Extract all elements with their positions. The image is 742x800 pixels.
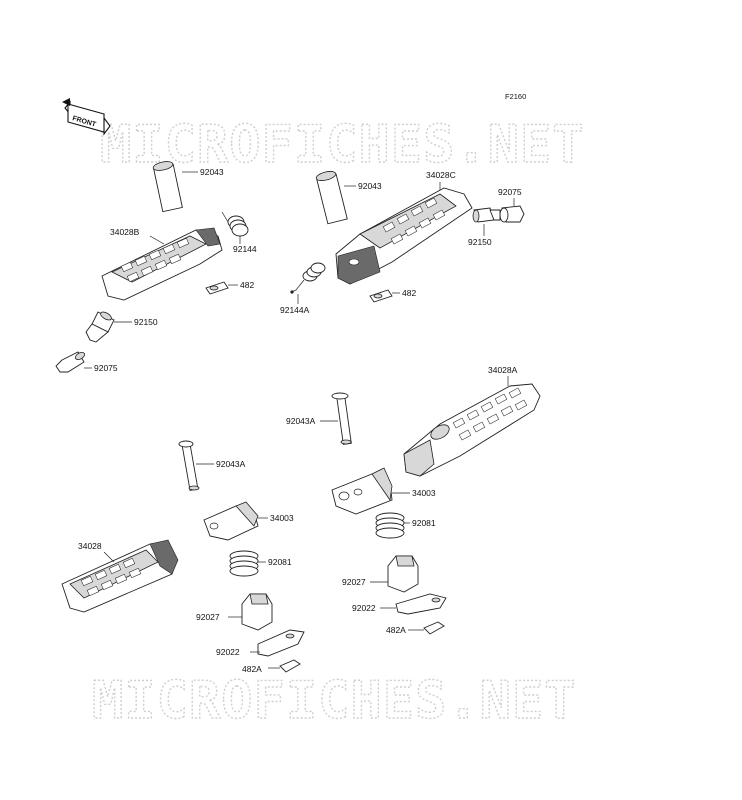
- clip-482-left: [205, 281, 229, 295]
- label-92027-left: 92027: [196, 612, 220, 622]
- label-92150: 92150: [134, 317, 158, 327]
- plate-92022-left: [257, 629, 305, 657]
- label-92022-right: 92022: [352, 603, 376, 613]
- label-92043a-left: 92043A: [216, 459, 246, 469]
- plate-92022-right: [395, 593, 447, 615]
- label-92022-left: 92022: [216, 647, 240, 657]
- clip-482a-left: [279, 659, 301, 673]
- label-92075-right: 92075: [498, 187, 522, 197]
- diagram-code: F2160: [505, 92, 526, 101]
- label-482a-right: 482A: [386, 625, 406, 635]
- label-34003-left: 34003: [270, 513, 294, 523]
- label-482a-left: 482A: [242, 664, 262, 674]
- watermark-top: MICROFICHES.NET: [100, 115, 585, 175]
- label-92043-right: 92043: [358, 181, 382, 191]
- label-92075: 92075: [94, 363, 118, 373]
- watermark-bottom: MICROFICHES.NET: [92, 671, 577, 731]
- label-482-right: 482: [402, 288, 416, 298]
- cap-92075-right: [499, 205, 525, 223]
- label-92150-right: 92150: [468, 237, 492, 247]
- label-92144a: 92144A: [280, 305, 310, 315]
- damper-92027-left: [241, 593, 273, 631]
- label-92027-right: 92027: [342, 577, 366, 587]
- label-34028: 34028: [78, 541, 102, 551]
- label-92144: 92144: [233, 244, 257, 254]
- label-34028b: 34028B: [110, 227, 140, 237]
- pin-92150-right: [472, 207, 501, 223]
- spring-92144: [221, 211, 249, 237]
- clip-482-right: [369, 289, 393, 303]
- spring-92081-left: [229, 550, 259, 577]
- cap-92075-left: [55, 351, 85, 373]
- pin-92043-right: [315, 171, 348, 225]
- label-34028c: 34028C: [426, 170, 456, 180]
- label-92081-right: 92081: [412, 518, 436, 528]
- pin-92043-left: [152, 161, 183, 213]
- spring-92144a: [290, 262, 326, 294]
- label-34003-right: 34003: [412, 488, 436, 498]
- pin-92043a-right: [331, 392, 352, 445]
- spring-92081-right: [375, 512, 405, 539]
- bracket-34003-left: [203, 501, 259, 541]
- label-92081-left: 92081: [268, 557, 292, 567]
- bracket-34003-right: [331, 467, 393, 515]
- pin-92150-left: [85, 311, 115, 343]
- label-92043a-right: 92043A: [286, 416, 316, 426]
- damper-92027-right: [387, 555, 419, 593]
- front-arrow-icon: FRONT: [62, 98, 111, 136]
- label-482: 482: [240, 280, 254, 290]
- footpeg-34028a: [403, 383, 541, 477]
- footpeg-34028c: [335, 187, 473, 285]
- footpeg-34028b: [101, 227, 223, 301]
- clip-482a-right: [423, 621, 445, 635]
- footpeg-34028: [61, 539, 179, 613]
- label-92043: 92043: [200, 167, 224, 177]
- pin-92043a-left: [178, 440, 200, 491]
- label-34028a: 34028A: [488, 365, 518, 375]
